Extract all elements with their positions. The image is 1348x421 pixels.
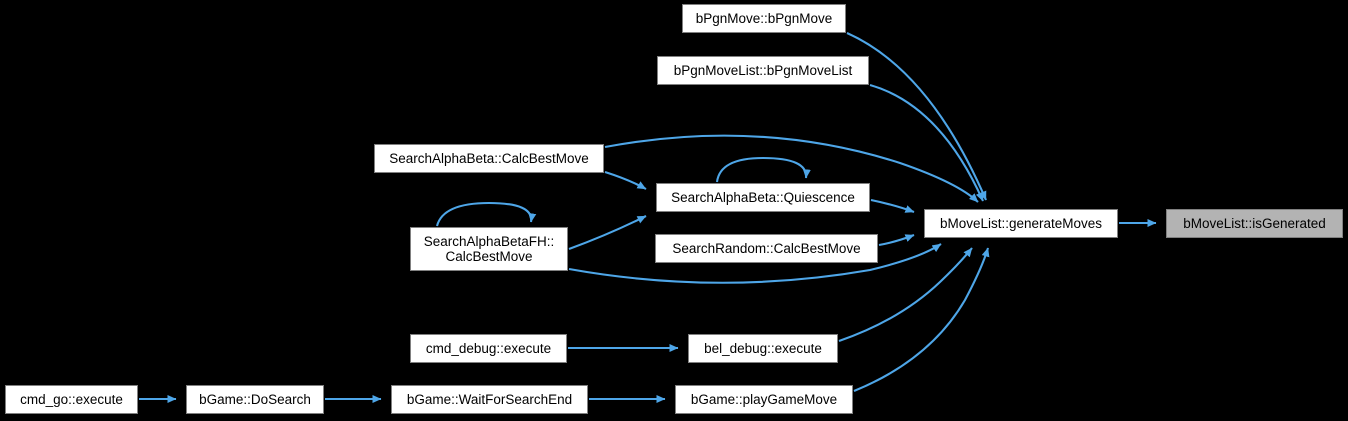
node-cmd_go-execute[interactable]: cmd_go::execute xyxy=(5,385,138,414)
edge-playGameMove-generateMoves xyxy=(853,247,990,392)
node-SearchAlphaBetaFH-CalcBestMove[interactable]: SearchAlphaBetaFH:: CalcBestMove xyxy=(410,227,568,271)
node-SearchAlphaBeta-CalcBestMove[interactable]: SearchAlphaBeta::CalcBestMove xyxy=(374,144,604,173)
node-bGame-WaitForSearchEnd[interactable]: bGame::WaitForSearchEnd xyxy=(391,385,588,414)
edge-bPgnMove-generateMoves xyxy=(846,32,987,201)
edge-sabFHCalcBest-quiescence xyxy=(568,215,647,250)
node-bMoveList-generateMoves[interactable]: bMoveList::generateMoves xyxy=(924,209,1118,238)
edge-belDebug-generateMoves xyxy=(838,247,973,342)
node-SearchRandom-CalcBestMove[interactable]: SearchRandom::CalcBestMove xyxy=(655,234,878,263)
node-SearchAlphaBeta-Quiescence[interactable]: SearchAlphaBeta::Quiescence xyxy=(656,183,870,212)
edge-bPgnMoveList-generateMoves xyxy=(869,83,984,202)
edge-sabCalcBest-quiescence xyxy=(604,170,647,190)
node-bGame-playGameMove[interactable]: bGame::playGameMove xyxy=(675,385,853,414)
edge-sabCalcBest-generateMoves xyxy=(604,134,979,203)
edge-searchRandom-generateMoves xyxy=(878,234,915,247)
edge-quiescence-generateMoves xyxy=(870,198,915,213)
node-bPgnMove[interactable]: bPgnMove::bPgnMove xyxy=(682,4,846,33)
node-bPgnMoveList[interactable]: bPgnMoveList::bPgnMoveList xyxy=(657,56,869,85)
node-cmd_debug-execute[interactable]: cmd_debug::execute xyxy=(410,334,567,363)
edge-quiescence-self-loop xyxy=(715,156,811,183)
edge-sabFHCalcBest-generateMoves xyxy=(568,243,942,284)
node-bGame-DoSearch[interactable]: bGame::DoSearch xyxy=(186,385,324,414)
edge-sabFHCalcBest-self-loop xyxy=(435,201,537,227)
node-bMoveList-isGenerated[interactable]: bMoveList::isGenerated xyxy=(1166,209,1343,238)
node-bel_debug-execute[interactable]: bel_debug::execute xyxy=(688,334,838,363)
